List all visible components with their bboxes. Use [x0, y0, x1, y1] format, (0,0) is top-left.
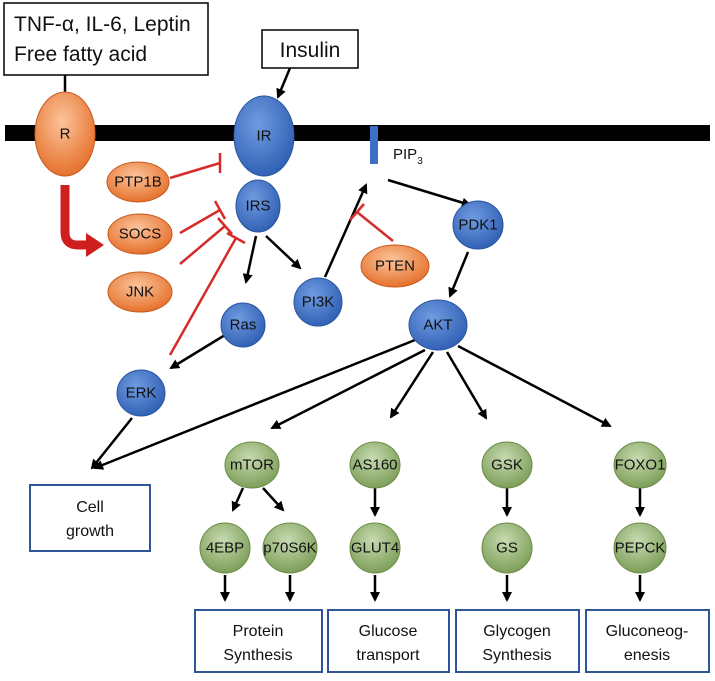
node-4ebp: 4EBP: [199, 522, 251, 574]
cell-growth-line1: Cell: [76, 499, 104, 516]
gluconeo-line1: Gluconeog-: [606, 623, 689, 640]
node-gsk: GSK: [481, 441, 533, 489]
insulin-receptor: IR: [233, 95, 295, 177]
as160-label: AS160: [352, 457, 397, 474]
cytokines-line1: TNF-α, IL-6, Leptin: [14, 13, 191, 36]
gsk-label: GSK: [491, 457, 523, 474]
node-mtor: mTOR: [224, 441, 280, 489]
node-as160: AS160: [349, 441, 401, 489]
protein-line1: Protein: [233, 623, 284, 640]
pi3k-label: PI3K: [302, 294, 335, 311]
outcome-cell-growth: Cell growth: [29, 484, 151, 552]
pdk1-label: PDK1: [458, 217, 497, 234]
node-pdk1: PDK1: [452, 200, 504, 250]
glucose-line2: transport: [356, 647, 420, 664]
pip3-label: PIP3: [393, 146, 423, 167]
node-ras: Ras: [220, 302, 266, 348]
foxo1-label: FOXO1: [615, 457, 666, 474]
node-socs: SOCS: [107, 213, 173, 255]
jnk-label: JNK: [126, 284, 154, 301]
insulin-label: Insulin: [280, 39, 341, 62]
activation-arrows: [60, 67, 645, 602]
receptor-r: R: [34, 91, 96, 177]
node-jnk: JNK: [107, 271, 173, 313]
node-irs: IRS: [235, 179, 281, 233]
node-ptp1b: PTP1B: [106, 161, 170, 203]
socs-label: SOCS: [119, 226, 162, 243]
pepck-label: PEPCK: [615, 540, 666, 557]
4ebp-label: 4EBP: [206, 540, 244, 557]
cytokine-activation-arrow: [60, 185, 104, 257]
outcome-protein-synthesis: Protein Synthesis: [194, 609, 323, 673]
p70s6k-label: p70S6K: [263, 540, 316, 557]
node-pepck: PEPCK: [613, 522, 667, 574]
receptor-r-label: R: [60, 126, 71, 143]
protein-line2: Synthesis: [223, 647, 292, 664]
ras-label: Ras: [230, 317, 257, 334]
node-pi3k: PI3K: [293, 277, 343, 327]
inhibition-lines: [168, 153, 394, 356]
cytokine-input-box: TNF-α, IL-6, Leptin Free fatty acid: [3, 2, 209, 76]
ptp1b-label: PTP1B: [114, 174, 162, 191]
mtor-label: mTOR: [230, 457, 274, 474]
glycogen-line1: Glycogen: [483, 623, 551, 640]
node-glut4: GLUT4: [349, 522, 401, 574]
node-akt: AKT: [408, 299, 468, 351]
glucose-line1: Glucose: [359, 623, 418, 640]
glycogen-line2: Synthesis: [482, 647, 551, 664]
erk-label: ERK: [126, 385, 157, 402]
node-gs: GS: [481, 522, 533, 574]
cytokines-line2: Free fatty acid: [14, 43, 147, 66]
cell-growth-line2: growth: [66, 523, 114, 540]
cell-membrane: [5, 125, 710, 141]
insulin-receptor-label: IR: [257, 128, 272, 145]
gluconeo-line2: enesis: [624, 647, 670, 664]
akt-label: AKT: [423, 317, 452, 334]
insulin-input-box: Insulin: [261, 29, 359, 69]
gs-label: GS: [496, 540, 518, 557]
outcome-glycogen-synthesis: Glycogen Synthesis: [455, 609, 580, 673]
pip3: PIP3: [370, 126, 423, 167]
node-p70s6k: p70S6K: [262, 522, 318, 574]
pten-label: PTEN: [375, 258, 415, 275]
node-pten: PTEN: [360, 244, 430, 288]
glut4-label: GLUT4: [351, 540, 399, 557]
irs-label: IRS: [245, 198, 270, 215]
outcome-glucose-transport: Glucose transport: [327, 609, 450, 673]
node-foxo1: FOXO1: [613, 441, 667, 489]
outcome-gluconeogenesis: Gluconeog- enesis: [585, 609, 710, 673]
node-erk: ERK: [116, 369, 166, 417]
